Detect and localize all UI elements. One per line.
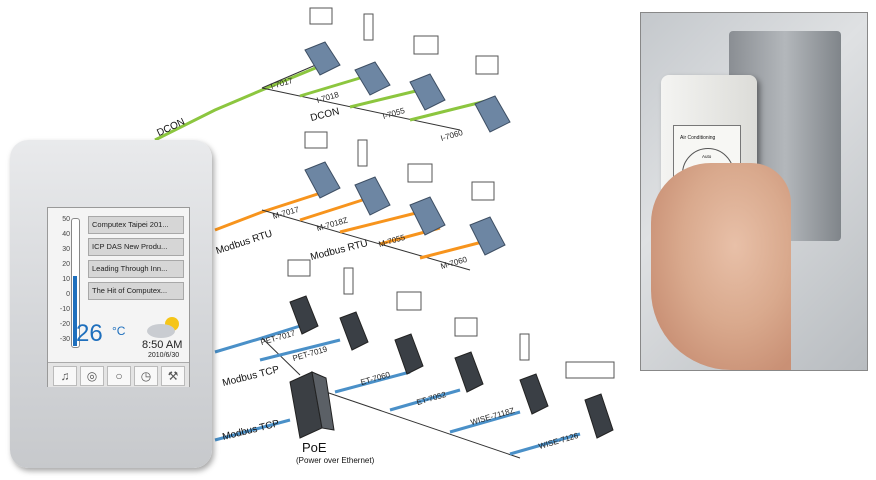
- weather-cloud-sun-icon: [147, 317, 179, 338]
- product-photo: Air Conditioning Auto Turn Off Heat Cool…: [640, 12, 868, 371]
- tcp-bus: [214, 324, 581, 459]
- poe-switch: [289, 371, 335, 439]
- temperature-unit: °C: [112, 324, 126, 338]
- panel-screen: 50 40 30 20 10 0 -10 -20 -30 Computex Ta…: [47, 207, 190, 387]
- clock-date: 2010/6/30: [148, 352, 180, 359]
- news-item[interactable]: The Hit of Computex...: [88, 282, 184, 300]
- module-icons: [304, 41, 511, 256]
- thermometer-level: [73, 276, 77, 346]
- wrench-icon[interactable]: ⚒: [161, 366, 185, 386]
- tcp-module-icons: [289, 295, 614, 439]
- hand: [651, 163, 791, 370]
- dcon-bus: [154, 60, 491, 142]
- scale-tick: -10: [59, 306, 70, 313]
- temperature-value: 26: [76, 320, 103, 347]
- rtu-bus: [214, 188, 491, 271]
- scale-tick: -20: [59, 321, 70, 328]
- scale-tick: 40: [62, 231, 70, 238]
- scale-tick: 20: [62, 261, 70, 268]
- clock-time: 8:50 AM: [142, 339, 183, 351]
- dial-label: Auto: [702, 154, 712, 159]
- touch-panel: 50 40 30 20 10 0 -10 -20 -30 Computex Ta…: [10, 140, 212, 468]
- scale-tick: 50: [62, 216, 70, 223]
- lightbulb-icon[interactable]: ○: [107, 366, 131, 386]
- controller-title: Air Conditioning: [680, 135, 716, 141]
- scale-tick: 30: [62, 246, 70, 253]
- panel-icon-bar: ♫ ◎ ○ ◷ ⚒: [48, 362, 189, 387]
- clock-icon[interactable]: ◷: [134, 366, 158, 386]
- music-icon[interactable]: ♫: [53, 366, 77, 386]
- news-item[interactable]: ICP DAS New Produ...: [88, 238, 184, 256]
- poe-title: PoE: [302, 440, 327, 455]
- settings-icon[interactable]: ◎: [80, 366, 104, 386]
- pictogram-boxes: [287, 7, 615, 379]
- scale-tick: 10: [62, 276, 70, 283]
- thermometer: 50 40 30 20 10 0 -10 -20 -30: [52, 214, 80, 348]
- news-item[interactable]: Leading Through Inn...: [88, 260, 184, 278]
- scale-tick: 0: [66, 291, 70, 298]
- poe-subtitle: (Power over Ethernet): [296, 456, 375, 465]
- news-item[interactable]: Computex Taipei 201...: [88, 216, 184, 234]
- scale-tick: -30: [59, 336, 70, 343]
